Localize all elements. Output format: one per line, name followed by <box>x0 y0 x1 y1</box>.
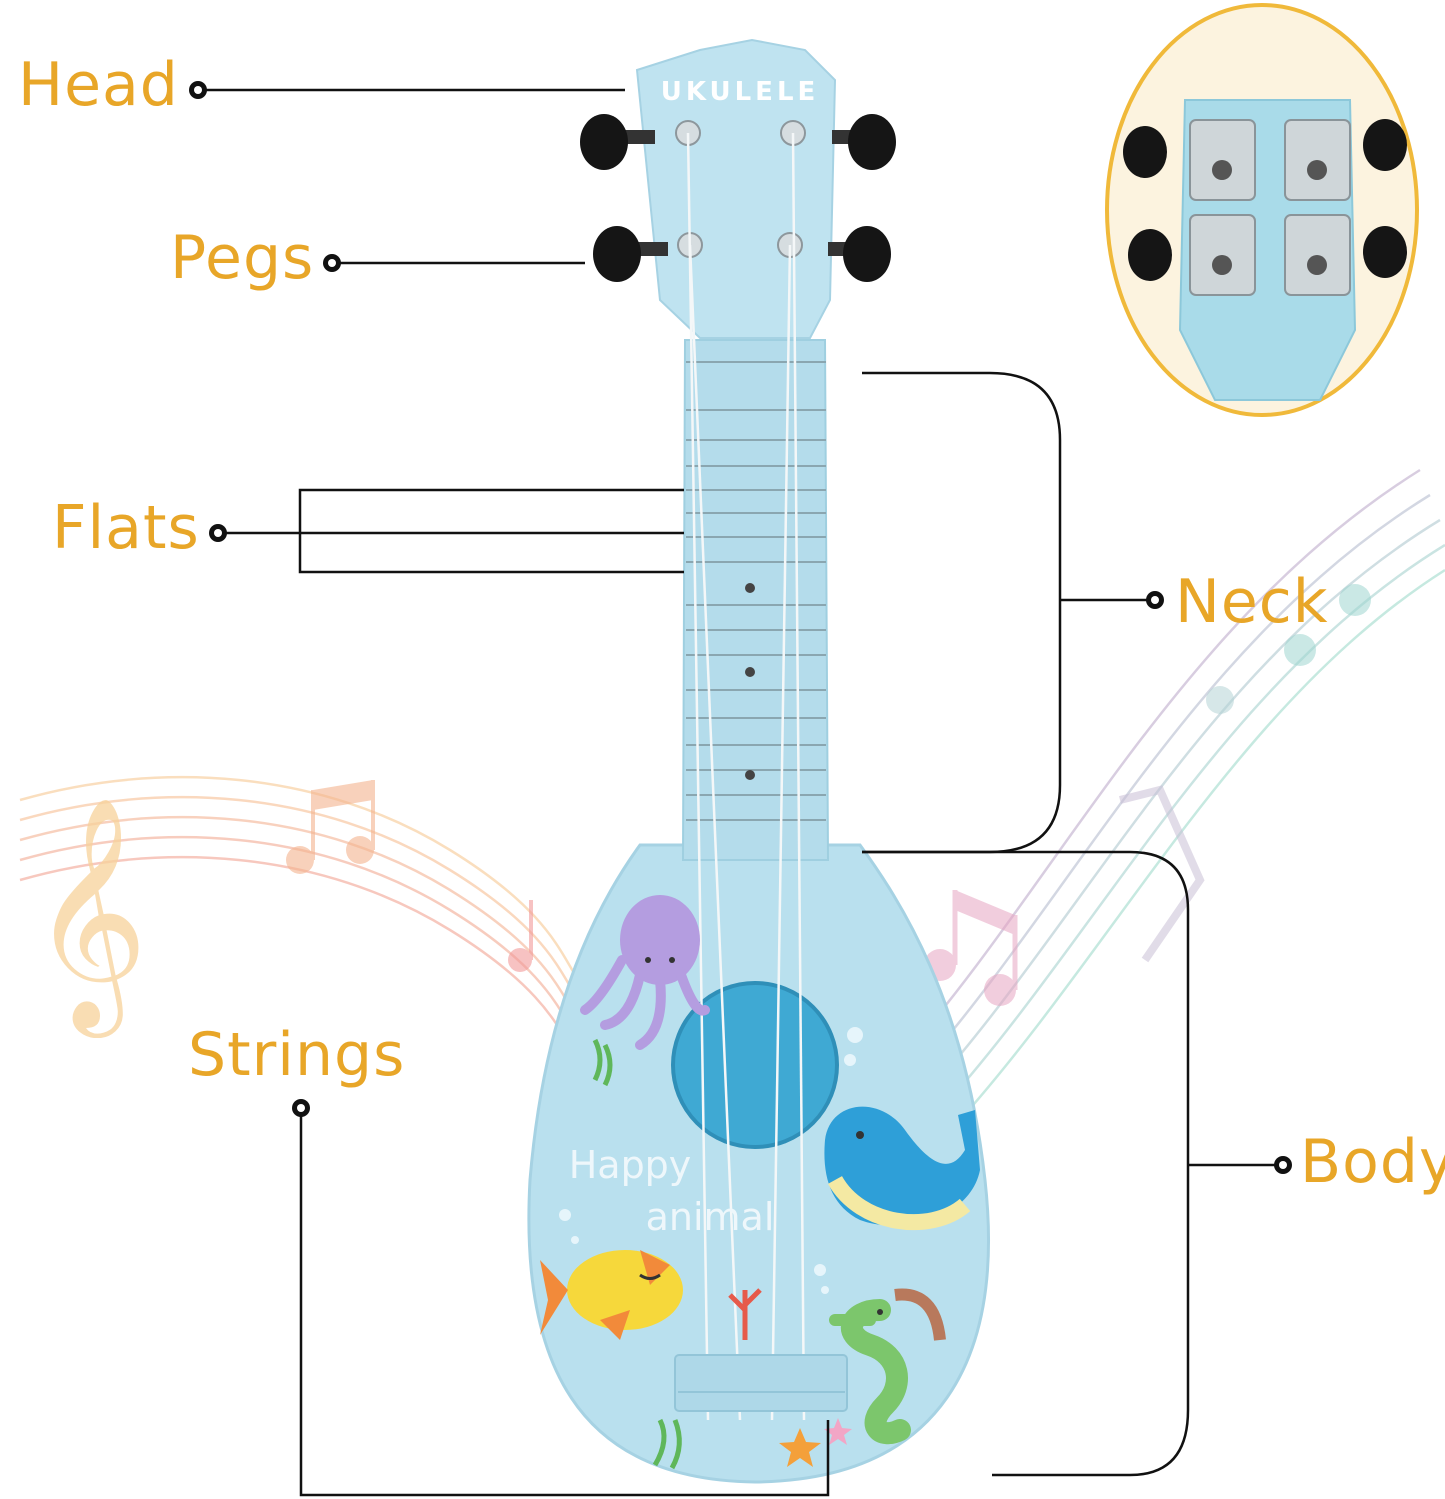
starfish-icon <box>779 1418 852 1467</box>
whale-icon <box>824 1106 980 1231</box>
label-pegs: Pegs <box>170 223 315 293</box>
ukulele: UKULELE Happy animal <box>527 38 990 1484</box>
fret-markers <box>745 583 755 780</box>
label-body: Body <box>1300 1127 1445 1197</box>
ukulele-neck <box>681 339 830 861</box>
ukulele-head <box>635 38 837 339</box>
seaweed-icon <box>592 1038 682 1470</box>
peg-icon <box>580 114 655 170</box>
leader-dots <box>189 81 1292 1174</box>
brand-text: UKULELE <box>661 77 820 107</box>
peg-icon <box>832 114 896 170</box>
fish-icon <box>540 1250 683 1340</box>
treble-clef-icon: 𝄞 <box>30 795 148 1038</box>
peg-icon <box>593 226 668 282</box>
sound-hole <box>673 983 837 1147</box>
seahorse-icon <box>829 1288 946 1445</box>
frets <box>686 361 826 821</box>
leader-lines <box>198 88 1283 1497</box>
body-text-line1: Happy <box>569 1143 692 1187</box>
label-neck: Neck <box>1175 567 1329 637</box>
body-text-line2: animal <box>646 1195 775 1239</box>
svg-text:𝄞: 𝄞 <box>30 795 148 1038</box>
music-note-icon <box>286 780 533 972</box>
label-head: Head <box>18 50 179 120</box>
head-back-inset <box>1105 3 1419 417</box>
pegs <box>580 114 896 282</box>
music-note-icon <box>924 584 1371 1006</box>
label-flats: Flats <box>52 493 200 563</box>
bubbles <box>559 1027 863 1294</box>
coral-icon <box>728 1288 762 1340</box>
music-staff-right <box>899 468 1445 1121</box>
label-strings: Strings <box>188 1020 406 1090</box>
ukulele-strings <box>686 132 806 1421</box>
bridge <box>674 1354 848 1412</box>
peg-icon <box>828 226 891 282</box>
octopus-icon <box>580 895 710 1050</box>
